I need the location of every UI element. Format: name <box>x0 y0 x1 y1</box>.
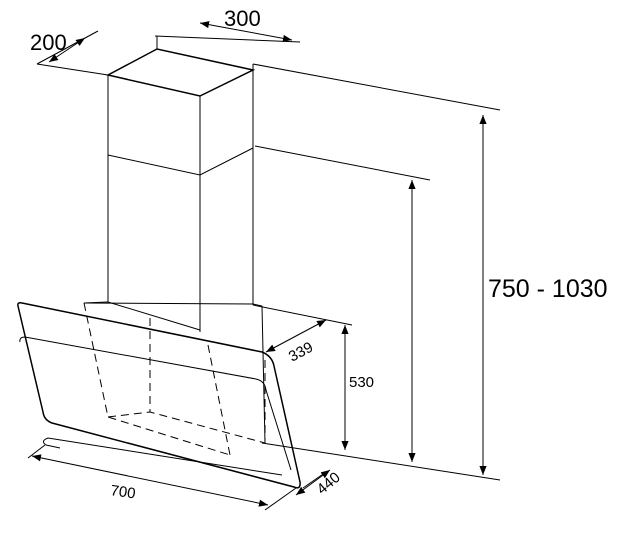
canopy-height-label: 530 <box>349 374 374 391</box>
dimension-arrows <box>31 21 487 507</box>
canopy-depth-label: 440 <box>314 469 344 498</box>
canopy-top-depth-label: 339 <box>286 339 316 366</box>
total-height-label: 750 - 1030 <box>488 275 608 303</box>
chimney <box>105 48 256 332</box>
chimney-width-label: 300 <box>224 6 261 31</box>
canopy-width-label: 700 <box>109 482 136 502</box>
canopy <box>17 301 301 489</box>
extension-lines <box>27 36 501 511</box>
chimney-depth-label: 200 <box>30 30 67 55</box>
